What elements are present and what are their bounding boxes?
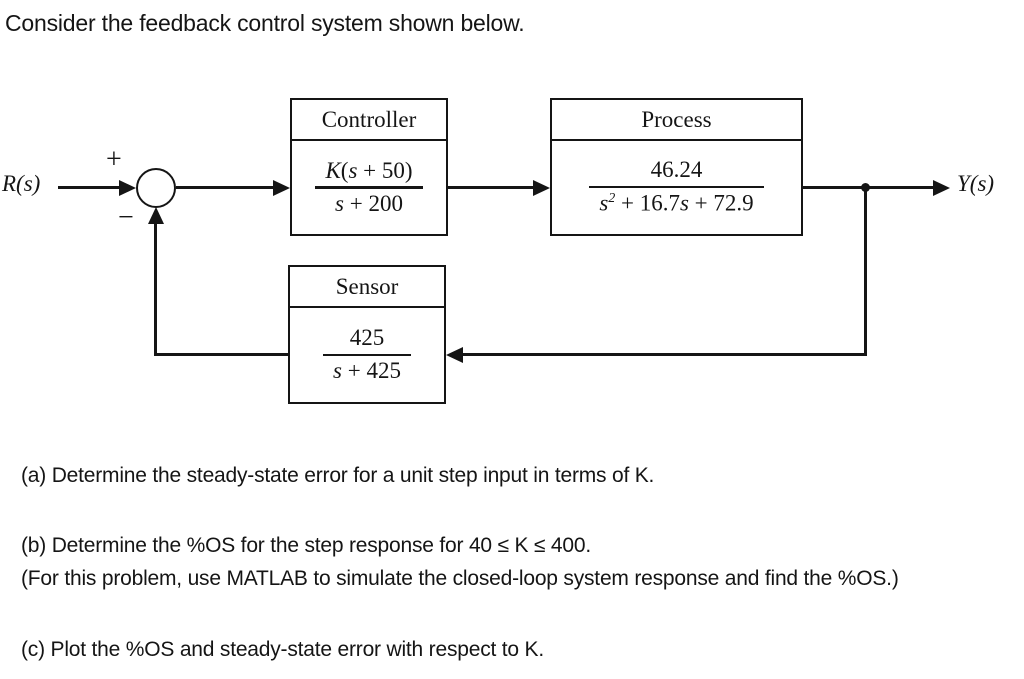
formula-term: K (325, 157, 341, 183)
fraction-bar (315, 186, 423, 189)
controller-fraction: K(s + 50) s + 200 (315, 158, 423, 217)
summer-to-controller-line (176, 186, 275, 189)
controller-to-process-line (448, 186, 535, 189)
arrow-to-output-icon (933, 180, 950, 196)
feedback-up-line (154, 224, 157, 356)
process-block: Process 46.24 s2 + 16.7s + 72.9 (550, 98, 803, 236)
arrow-into-process-icon (533, 180, 550, 196)
sensor-block: Sensor 425 s + 425 (288, 265, 446, 404)
output-signal-label: Y(s) (957, 171, 995, 196)
arrow-into-controller-icon (273, 180, 290, 196)
formula-term: s (348, 157, 358, 183)
sensor-denominator: s + 425 (323, 358, 411, 384)
sensor-transfer-function: 425 s + 425 (290, 308, 444, 402)
formula-term: + 16.7 (615, 191, 680, 217)
feedback-right-line (461, 353, 867, 356)
summer-plus-sign: + (106, 144, 122, 175)
feedback-left-line (155, 353, 288, 356)
arrow-into-sensor-icon (446, 347, 463, 363)
controller-block: Controller K(s + 50) s + 200 (290, 98, 448, 236)
controller-numerator: K(s + 50) (315, 158, 422, 184)
sensor-fraction: 425 s + 425 (323, 325, 411, 384)
process-denominator: s2 + 16.7s + 72.9 (589, 190, 763, 217)
input-line (58, 186, 121, 189)
sensor-title: Sensor (290, 267, 444, 308)
question-c: (c) Plot the %OS and steady-state error … (21, 638, 544, 661)
question-a: (a) Determine the steady-state error for… (21, 464, 655, 487)
arrow-into-summer-icon (119, 180, 136, 196)
controller-denominator: s + 200 (325, 191, 413, 217)
formula-term: s (335, 190, 344, 216)
question-b-note: (For this problem, use MATLAB to simulat… (21, 567, 899, 590)
formula-term: + 200 (343, 190, 403, 216)
formula-term: + 50) (357, 157, 413, 183)
question-b: (b) Determine the %OS for the step respo… (21, 534, 591, 557)
process-numerator: 46.24 (650, 157, 703, 183)
problem-statement: Consider the feedback control system sho… (5, 10, 525, 36)
feedback-down-line (864, 187, 867, 356)
formula-term: s (333, 358, 342, 384)
summing-junction (136, 168, 176, 208)
fraction-bar (589, 185, 764, 189)
process-transfer-function: 46.24 s2 + 16.7s + 72.9 (552, 141, 801, 234)
input-signal-label: R(s) (2, 171, 41, 196)
arrow-into-summer-bottom-icon (148, 207, 164, 224)
process-fraction: 46.24 s2 + 16.7s + 72.9 (589, 157, 764, 217)
formula-term: ( (340, 157, 349, 183)
controller-transfer-function: K(s + 50) s + 200 (292, 141, 446, 234)
fraction-bar (323, 353, 411, 357)
formula-exponent: 2 (608, 190, 616, 206)
sensor-numerator: 425 (349, 325, 385, 351)
formula-term: s (679, 191, 689, 217)
controller-title: Controller (292, 100, 446, 141)
formula-term: + 72.9 (688, 191, 754, 217)
formula-term: s (599, 191, 609, 217)
process-title: Process (552, 100, 801, 141)
summer-minus-sign: − (118, 202, 134, 233)
formula-term: + 425 (341, 358, 401, 384)
